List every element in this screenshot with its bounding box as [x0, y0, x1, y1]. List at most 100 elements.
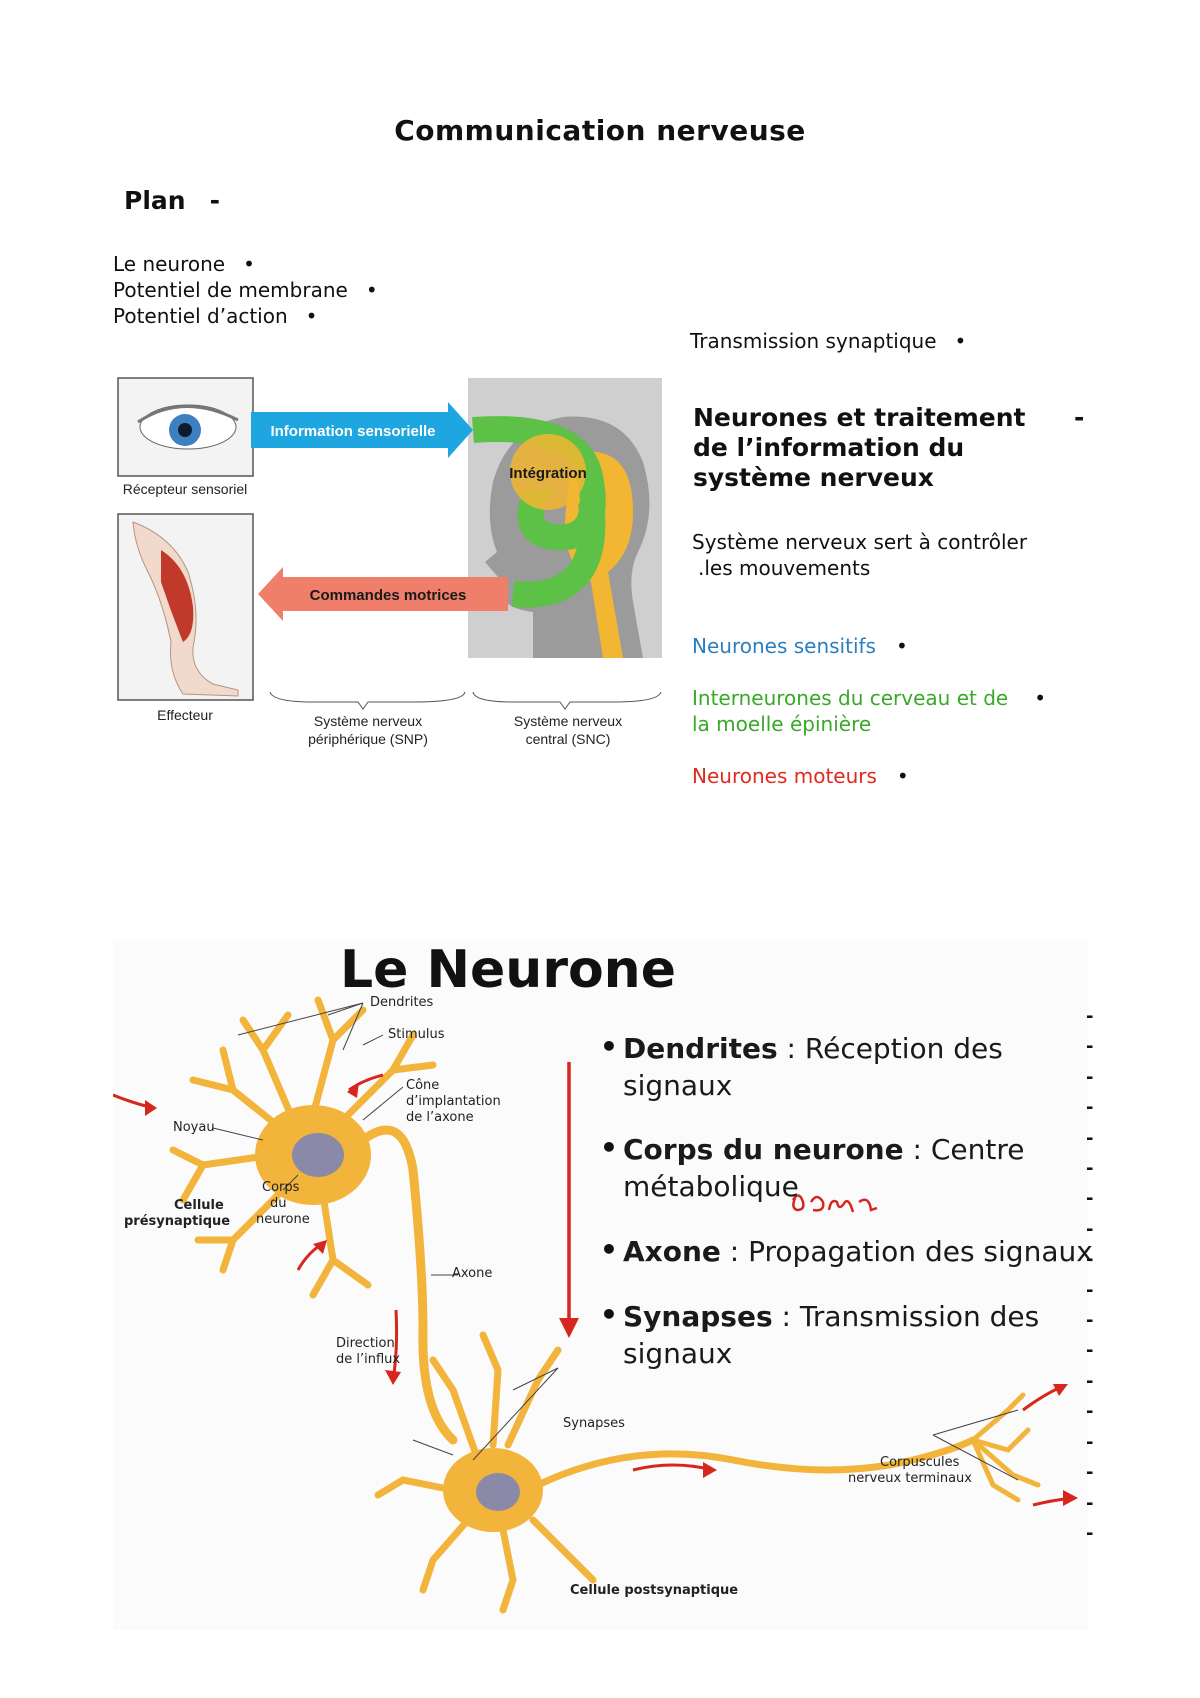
neuron-type-interneuron: Interneurones du cerveau et de• la moell… — [692, 685, 1046, 737]
label-synapses: Synapses — [563, 1416, 625, 1431]
bullet: • — [600, 1298, 618, 1331]
plan-dash: - — [209, 186, 220, 215]
label-corps-2: du — [270, 1196, 287, 1211]
margin-dash: - — [1086, 1036, 1094, 1058]
bullet: • — [365, 278, 378, 302]
margin-dashes: ------------------ — [1086, 1002, 1093, 1549]
plan-item-label: Potentiel d’action — [113, 304, 288, 328]
integration-circle — [510, 434, 586, 510]
margin-dash: - — [1086, 1097, 1094, 1119]
margin-dash: - — [1086, 1158, 1094, 1180]
margin-dash: - — [1086, 1492, 1094, 1514]
bullet: • — [896, 764, 909, 788]
margin-dash: - — [1086, 1218, 1094, 1240]
plan-item-label: Le neurone — [113, 252, 226, 276]
label-stimulus: Stimulus — [388, 1027, 445, 1042]
item-desc: : Réception des — [777, 1032, 1003, 1065]
snc-label-2: central (SNC) — [526, 731, 611, 747]
bullet: • — [243, 252, 255, 276]
margin-dash: - — [1086, 1370, 1094, 1392]
sensory-arrow-label: Information sensorielle — [270, 423, 435, 440]
snc-brace — [472, 691, 662, 710]
neuron-item-synapses: Synapses : Transmission des signaux — [623, 1298, 1103, 1372]
bullet: • — [600, 1233, 618, 1266]
terminal-branches — [970, 1392, 1041, 1503]
postsynaptic-dendrites — [374, 1331, 597, 1614]
neuron-figure — [113, 940, 1088, 1630]
integration-loop-lower — [511, 500, 606, 608]
neuron-item-corps: Corps du neurone : Centre métabolique — [623, 1131, 1103, 1205]
snp-label-2: périphérique (SNP) — [308, 731, 428, 747]
section-heading: Neurones et traitement de l’information … — [693, 403, 1026, 492]
margin-dash: - — [1086, 1006, 1094, 1027]
receptor-label: Récepteur sensoriel — [123, 481, 248, 497]
item-term: Corps du neurone — [623, 1133, 904, 1166]
leader-lines — [212, 1002, 1019, 1481]
margin-dash: - — [1086, 1462, 1094, 1484]
post-axon — [534, 1436, 977, 1489]
margin-dash: - — [1086, 1310, 1094, 1332]
plan-item-label: Potentiel de membrane — [113, 278, 348, 302]
plan-label: Plan — [124, 186, 186, 215]
motor-arrow-label: Commandes motrices — [310, 587, 467, 604]
plan-item: Potentiel de membrane • — [113, 278, 378, 302]
snp-label: Système nerveux — [314, 713, 422, 729]
bullet: • — [600, 1131, 618, 1164]
bullet: • — [954, 329, 967, 353]
plan-item-label: Transmission synaptique — [690, 329, 937, 353]
margin-dash: - — [1086, 1401, 1094, 1423]
section-dash: - — [1074, 403, 1085, 432]
intro-line: .les mouvements — [698, 556, 871, 580]
bullet: • — [305, 304, 318, 328]
label-direction: Direction — [336, 1336, 395, 1351]
label-presynaptic-2: présynaptique — [124, 1214, 231, 1229]
intro-line: Système nerveux sert à contrôler — [692, 530, 1028, 554]
nervous-system-figure: Information sensorielle Intégration Comm… — [117, 377, 662, 747]
label-dendrites: Dendrites — [370, 995, 434, 1010]
neuron-type-label-2: la moelle épinière — [692, 712, 872, 736]
label-corpuscules-2: nerveux terminaux — [848, 1471, 972, 1486]
integration-label: Intégration — [509, 465, 587, 482]
margin-dash: - — [1086, 1188, 1094, 1210]
item-desc-2: signaux — [623, 1069, 733, 1102]
label-postsynaptic: Cellule postsynaptique — [570, 1583, 739, 1598]
item-desc-2: métabolique — [623, 1170, 799, 1203]
calf-muscle — [161, 550, 194, 642]
snp-brace — [269, 691, 466, 710]
neuron-item-axone: Axone : Propagation des signaux — [623, 1233, 1093, 1270]
item-term: Synapses — [623, 1300, 773, 1333]
neuron-type-sensory: Neurones sensitifs• — [692, 633, 908, 659]
influx-arrows — [113, 1062, 1074, 1507]
label-noyau: Noyau — [173, 1120, 215, 1135]
neuron-item-dendrites: Dendrites : Réception des signaux — [623, 1030, 1103, 1104]
eyelid — [137, 405, 239, 424]
plan-item: Le neurone • — [113, 252, 255, 276]
margin-dash: - — [1086, 1249, 1094, 1271]
axon — [358, 1125, 458, 1445]
effector-label: Effecteur — [157, 707, 213, 723]
label-cone: Cône — [406, 1078, 440, 1093]
nucleus — [292, 1133, 344, 1177]
label-axone: Axone — [452, 1266, 493, 1281]
neuron-type-label: Interneurones du cerveau et de — [692, 686, 1009, 710]
post-nucleus — [476, 1473, 520, 1511]
item-desc-2: signaux — [623, 1337, 733, 1370]
margin-dash: - — [1086, 1066, 1094, 1088]
motor-arrow — [258, 567, 508, 621]
plan-item: Transmission synaptique • — [690, 329, 966, 353]
label-presynaptic: Cellule — [174, 1198, 224, 1213]
label-cone-2: d’implantation — [406, 1094, 501, 1109]
sensory-arrow — [251, 402, 473, 458]
neuron-type-motor: Neurones moteurs• — [692, 763, 909, 789]
item-term: Dendrites — [623, 1032, 778, 1065]
eye-pupil — [178, 423, 192, 437]
item-desc: : Centre — [903, 1133, 1025, 1166]
item-term: Axone — [623, 1235, 721, 1268]
margin-dash: - — [1086, 1431, 1094, 1453]
item-desc: : Transmission des — [772, 1300, 1040, 1333]
presynaptic-dendrites — [169, 996, 437, 1299]
plan-heading: Plan- — [124, 186, 220, 215]
label-corps-3: neurone — [256, 1212, 310, 1227]
arrowheads — [145, 1082, 1078, 1506]
neuron-title: Le Neurone — [340, 940, 676, 1000]
